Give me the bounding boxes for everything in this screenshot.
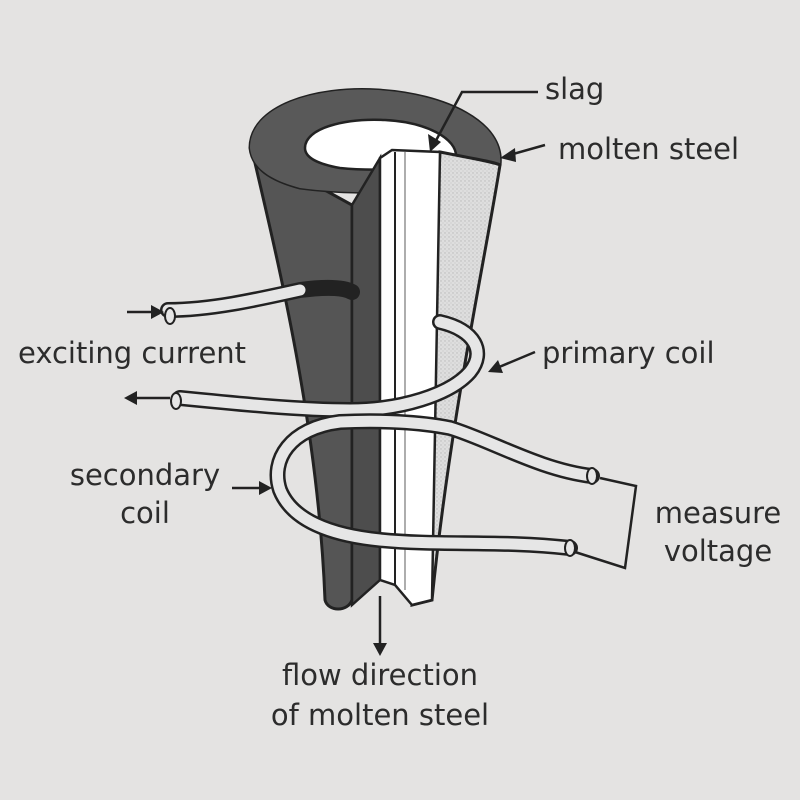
- label-slag: slag: [545, 72, 605, 106]
- label-exciting-current: exciting current: [18, 336, 247, 370]
- primary-coil-arrow-head: [488, 360, 503, 373]
- slag-arrow-head: [428, 134, 441, 152]
- label-flow-direction-line1: flow direction: [281, 658, 479, 692]
- flow-arrow-head: [373, 643, 387, 656]
- label-measure-voltage-line1: measure: [654, 496, 782, 530]
- exciting-out-arrow-head: [124, 391, 137, 405]
- secondary-coil-arrow-head: [259, 481, 272, 495]
- label-measure-voltage-line2: voltage: [663, 534, 773, 568]
- nozzle-outer-wall: [249, 147, 354, 611]
- label-primary-coil: primary coil: [542, 336, 715, 370]
- label-molten-steel: molten steel: [558, 132, 740, 166]
- label-flow-direction-line2: of molten steel: [270, 698, 490, 732]
- exciting-in-arrow-head: [151, 305, 164, 319]
- arrow-heads: [124, 134, 516, 656]
- label-secondary-coil-line2: coil: [120, 496, 170, 530]
- molten-steel-arrow-head: [500, 148, 516, 162]
- label-secondary-coil-line1: secondary: [69, 458, 221, 492]
